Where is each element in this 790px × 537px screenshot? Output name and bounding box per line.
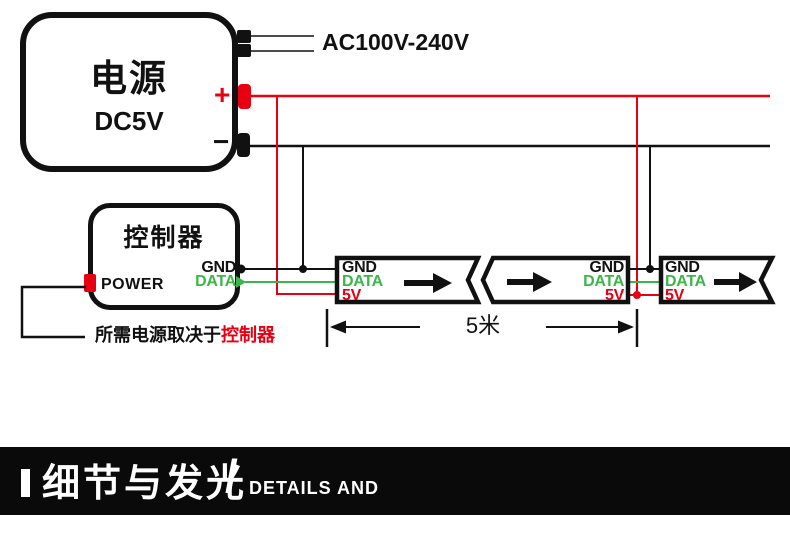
arrow-right-icon (404, 273, 452, 293)
power-port-connector (84, 274, 96, 292)
controller-title: 控制器 (123, 224, 205, 252)
controller-box: 控制器 (88, 203, 240, 310)
plus-terminal (238, 84, 251, 109)
ac-input-label: AC100V-240V (322, 29, 470, 55)
controller-data-label: DATA (195, 273, 236, 290)
5v-drop-wire (276, 96, 339, 295)
power-supply-voltage: DC5V (94, 105, 164, 136)
strip3-data-label: DATA (665, 273, 706, 290)
strip2-gnd-label: GND (589, 259, 624, 276)
arrow-right-icon (714, 272, 757, 292)
power-port-label: POWER (101, 276, 164, 293)
strip1-5v-label: 5V (342, 287, 361, 304)
strip3-5v-label: 5V (665, 287, 684, 304)
power-note: 所需电源取决于控制器 (95, 325, 275, 346)
controller-gnd-label: GND (201, 259, 236, 276)
dimension-label: 5米 (465, 313, 501, 338)
gnd-junction-dot (646, 265, 654, 273)
power-supply-title: 电源 (90, 57, 168, 99)
strip1-data-label: DATA (342, 273, 383, 290)
banner-title-en: DETAILS AND (249, 478, 379, 498)
strip1-gnd-label: GND (342, 259, 377, 276)
plus-label: + (214, 79, 231, 110)
banner-accent-bar (21, 469, 30, 497)
arrow-left-icon (330, 320, 346, 334)
section-banner: 细节与发光 / DETAILS AND (0, 447, 790, 515)
arrow-right-icon (618, 320, 634, 334)
banner-divider: / (225, 450, 238, 502)
banner-title-cn: 细节与发光 (42, 463, 248, 505)
power-note-wire (20, 285, 86, 339)
5v-junction-dot (633, 291, 641, 299)
minus-terminal (237, 133, 250, 157)
arrow-right-icon (507, 272, 552, 292)
ac-terminal (237, 44, 251, 57)
power-note-highlight: 控制器 (221, 325, 275, 345)
strip2-5v-label: 5V (605, 287, 624, 304)
power-supply-box: 电源 DC5V (20, 12, 238, 172)
strip2-data-label: DATA (583, 273, 624, 290)
ac-terminal (237, 30, 251, 43)
gnd-junction-dot (299, 265, 307, 273)
minus-label: − (213, 126, 230, 157)
strip3-gnd-label: GND (665, 259, 700, 276)
power-note-text: 所需电源取决于 (95, 325, 221, 345)
